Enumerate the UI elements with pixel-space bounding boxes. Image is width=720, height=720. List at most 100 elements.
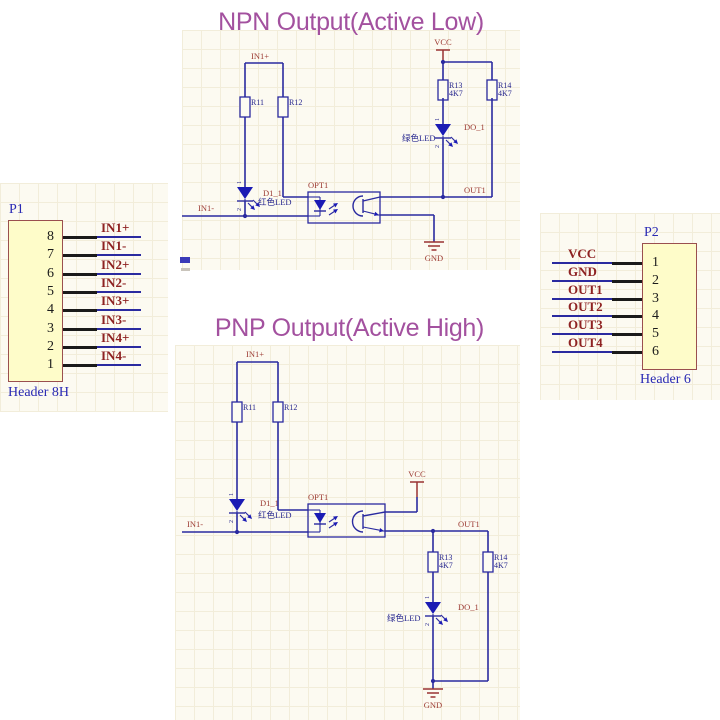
- arrow-head: [247, 514, 252, 519]
- net-label: IN3+: [101, 293, 130, 309]
- gnd-label: GND: [425, 253, 443, 263]
- optocoupler-ref: OPT1: [308, 180, 328, 190]
- arrow-head: [438, 620, 443, 625]
- led-ref: D1_1: [263, 188, 282, 198]
- net-wire: [552, 351, 612, 353]
- emission-arrow: [435, 617, 441, 623]
- net-label: OUT2: [568, 299, 603, 315]
- emission-arrow: [239, 514, 245, 520]
- vcc-label: VCC: [408, 469, 426, 479]
- resistor-ref: R12: [289, 98, 302, 107]
- net-label: IN1+: [251, 51, 269, 61]
- net-wire: [97, 236, 141, 238]
- vcc-label: VCC: [434, 37, 452, 47]
- emission-arrow: [328, 518, 335, 523]
- resistor-body: [239, 96, 251, 118]
- pin-stub: [63, 290, 97, 294]
- led-ref: D1_1: [260, 498, 279, 508]
- resistor-ref: R11: [251, 98, 264, 107]
- led-name: 红色LED: [258, 197, 292, 207]
- opto-led-triangle: [314, 200, 326, 210]
- resistor-body: [277, 96, 289, 118]
- pin-stub: [63, 309, 97, 313]
- emission-arrow: [450, 136, 456, 142]
- arrow-head: [255, 202, 260, 207]
- net-label: IN1-: [198, 203, 214, 213]
- resistor-ref: R12: [284, 403, 297, 412]
- net-label: OUT4: [568, 335, 603, 350]
- resistor-ref: R14: [494, 553, 507, 562]
- net-label: IN1-: [101, 238, 127, 254]
- led-pin-number: 1: [237, 181, 243, 184]
- led-pin-number: 1: [425, 596, 431, 599]
- stray-mark: [181, 268, 190, 271]
- pin-stub: [612, 262, 642, 265]
- pin-number: 5: [47, 283, 54, 299]
- net-label: GND: [568, 263, 597, 279]
- arrow-head: [448, 142, 453, 147]
- pin-number: 5: [652, 326, 659, 342]
- net-label: IN4+: [101, 329, 130, 345]
- net-wire: [97, 272, 141, 275]
- p1-footprint: Header 8H: [8, 385, 70, 400]
- pnp-circuit-drawing: IN1+R1112D1_1红色LEDIN1-R12OPT1VCCOUT1R134…: [182, 349, 508, 710]
- pin-stub: [612, 315, 642, 319]
- led-pin-number: 2: [237, 208, 243, 211]
- emission-arrow: [440, 614, 446, 620]
- p1-connector-body: [8, 220, 63, 382]
- transistor-arc: [352, 195, 364, 217]
- led-triangle: [237, 187, 253, 199]
- net-wire: [552, 297, 612, 300]
- transistor-collector: [362, 511, 386, 517]
- arrow-head: [443, 617, 448, 622]
- resistor-body: [272, 401, 284, 423]
- net-wire: [97, 364, 141, 367]
- pin-number: 2: [652, 272, 659, 288]
- emission-arrow: [328, 524, 335, 529]
- optocoupler-body: [307, 503, 386, 538]
- optocoupler-body: [307, 191, 381, 224]
- p2-designator: P2: [644, 225, 659, 240]
- transistor-collector: [362, 196, 381, 202]
- net-label: VCC: [568, 246, 597, 261]
- pin-number: 1: [652, 255, 659, 270]
- p1-designator: P1: [9, 202, 24, 217]
- pin-stub: [63, 345, 97, 349]
- net-label: IN1+: [101, 220, 130, 235]
- resistor-body: [482, 551, 494, 573]
- net-label: IN1-: [187, 519, 203, 529]
- pin-number: 3: [652, 290, 659, 306]
- resistor-body: [437, 79, 449, 101]
- net-wire: [552, 333, 612, 336]
- gnd-label: GND: [424, 700, 442, 710]
- led-pin-number: 2: [229, 520, 235, 523]
- resistor-value: 4K7: [449, 89, 463, 98]
- emission-arrow: [244, 511, 250, 517]
- net-label: OUT1: [458, 519, 480, 529]
- emission-arrow: [328, 205, 335, 210]
- pin-stub: [612, 333, 642, 337]
- led-ref: DO_1: [458, 602, 479, 612]
- arrow-head: [453, 139, 458, 144]
- arrow-head: [333, 522, 338, 527]
- net-wire: [97, 345, 141, 348]
- pin-number: 2: [47, 338, 54, 354]
- pin-stub: [63, 327, 97, 331]
- led-triangle: [425, 602, 441, 614]
- led-name: 绿色LED: [402, 133, 436, 143]
- emission-arrow: [247, 202, 253, 208]
- arrow-head: [242, 517, 247, 522]
- resistor-ref: R14: [498, 81, 511, 90]
- pin-number: 7: [47, 247, 54, 263]
- emission-arrow: [252, 199, 258, 205]
- net-wire: [97, 309, 141, 312]
- net-label: IN2+: [101, 256, 130, 272]
- arrow-head: [250, 205, 255, 210]
- pin-number: 4: [47, 302, 54, 318]
- pin-number: 1: [47, 357, 54, 373]
